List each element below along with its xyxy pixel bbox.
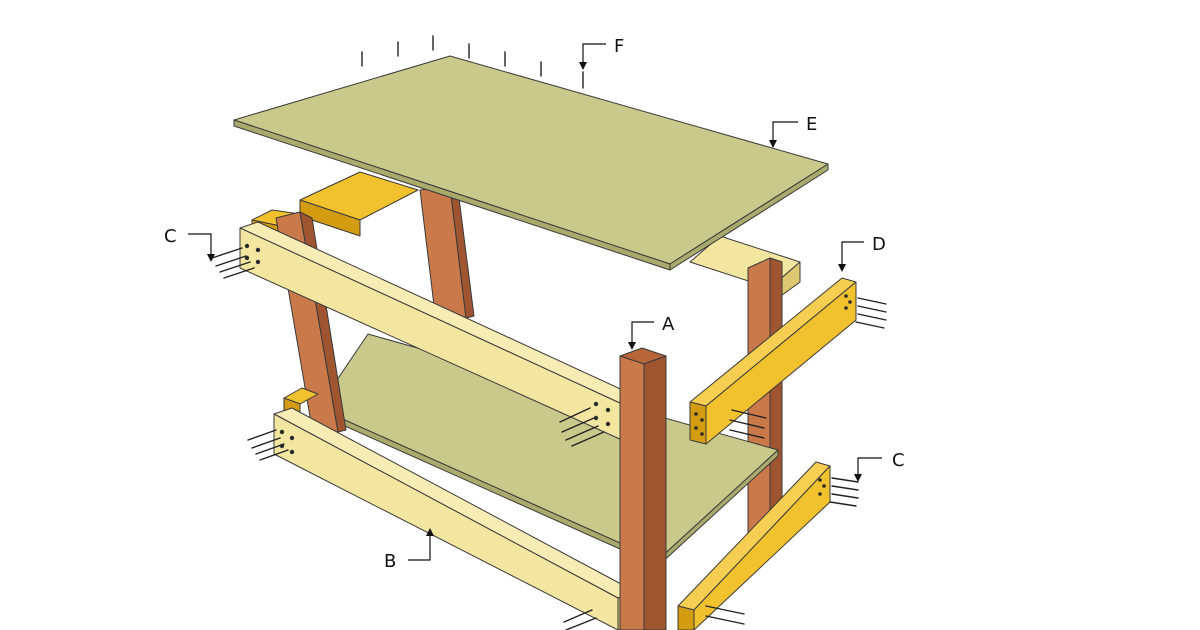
- screw-hole: [818, 478, 822, 482]
- back-top-rail-side: [299, 199, 361, 237]
- side-screws: [211, 247, 887, 630]
- screw-icon: [829, 501, 857, 507]
- screw-hole: [255, 259, 261, 265]
- right-upper-rail: [689, 277, 857, 445]
- screw-icon: [565, 617, 597, 630]
- screw-hole: [694, 412, 698, 416]
- worktop-edge-right: [669, 163, 829, 271]
- arrow-down-icon: [838, 264, 846, 272]
- screw-icon: [219, 261, 251, 273]
- worktop: [233, 55, 829, 271]
- front-right-leg-front: [619, 355, 645, 630]
- screw-hole: [844, 306, 848, 310]
- label-c-right: C: [892, 450, 905, 471]
- rear-right-leg-side: [769, 257, 783, 529]
- screw-icon: [215, 255, 247, 267]
- screw-icon: [855, 321, 885, 329]
- screw-icon: [251, 437, 281, 449]
- screw-icon: [705, 605, 745, 615]
- screw-icon: [857, 313, 887, 321]
- top-screws: [361, 35, 584, 89]
- right-lower-rail-face: [677, 605, 695, 630]
- leader-b: [408, 534, 431, 561]
- arrow-down-icon: [188, 233, 212, 256]
- screw-icon: [223, 267, 255, 279]
- arrow-down-icon: [857, 457, 882, 476]
- arrow-up-icon: [426, 528, 434, 536]
- screw-hole: [244, 255, 250, 261]
- front-right-leg: [619, 347, 667, 630]
- front-right-leg-side: [643, 355, 667, 630]
- label-b: B: [384, 551, 396, 572]
- screw-hole: [593, 401, 599, 407]
- label-d: D: [872, 234, 886, 255]
- screw-icon: [729, 419, 765, 429]
- screw-icon: [259, 449, 289, 461]
- screw-hole: [244, 243, 250, 249]
- screw-icon: [731, 409, 767, 419]
- screw-hole: [700, 432, 704, 436]
- label-c-left: C: [164, 226, 177, 247]
- arrow-down-icon: [628, 342, 636, 350]
- screw-icon: [563, 609, 593, 623]
- screw-hole: [289, 449, 295, 455]
- screw-hole: [700, 418, 704, 422]
- right-lower-rail: [677, 461, 831, 630]
- screw-icon: [211, 247, 243, 259]
- screw-icon: [255, 443, 285, 455]
- callouts: F E C D A C B: [164, 36, 905, 572]
- screw-hole: [255, 247, 261, 253]
- label-e: E: [806, 114, 817, 135]
- label-a: A: [662, 314, 675, 335]
- screw-hole: [605, 421, 611, 427]
- screw-hole: [694, 426, 698, 430]
- screw-icon: [247, 429, 277, 441]
- screw-hole: [289, 435, 295, 441]
- screw-hole: [279, 429, 285, 435]
- screw-icon: [705, 615, 745, 625]
- right-upper-rail-face: [689, 401, 707, 445]
- screw-icon: [559, 407, 591, 423]
- screw-icon: [561, 417, 595, 433]
- arrow-down-icon: [854, 474, 862, 482]
- screw-icon: [831, 493, 859, 499]
- arrow-down-icon: [769, 140, 777, 148]
- screw-hole: [822, 484, 826, 488]
- screw-hole: [848, 300, 852, 304]
- screw-hole: [844, 294, 848, 298]
- screw-icon: [729, 429, 765, 439]
- arrow-down-icon: [772, 121, 798, 142]
- arrow-down-icon: [841, 241, 864, 266]
- arrow-down-icon: [579, 62, 587, 70]
- screw-icon: [831, 485, 859, 491]
- screw-hole: [818, 492, 822, 496]
- right-upper-rail-long: [705, 281, 857, 445]
- label-f: F: [614, 36, 624, 57]
- screw-icon: [857, 305, 887, 313]
- arrow-down-icon: [631, 321, 654, 344]
- screw-icon: [857, 297, 887, 305]
- arrow-down-icon: [207, 254, 215, 262]
- screw-icon: [565, 425, 599, 441]
- screw-icon: [831, 477, 859, 483]
- arrow-down-icon: [582, 43, 606, 64]
- screw-hole: [605, 407, 611, 413]
- screw-hole: [593, 415, 599, 421]
- screw-icon: [571, 431, 605, 447]
